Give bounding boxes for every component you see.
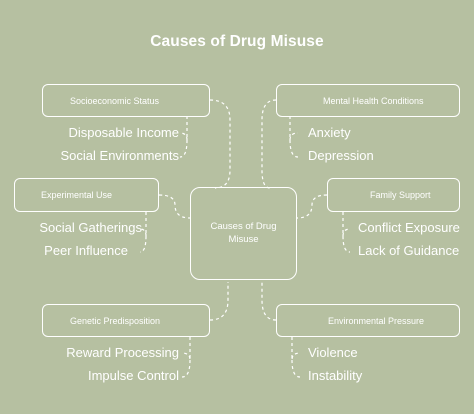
- leaf-instability: Instability: [308, 368, 363, 383]
- connector-family: [296, 194, 328, 219]
- leaf-reward-processing: Reward Processing: [66, 345, 179, 360]
- diagram-title: Causes of Drug Misuse: [150, 33, 324, 50]
- connector-leaves-environmental: [291, 337, 301, 378]
- connector-leaves-experimental: [139, 212, 147, 253]
- connector-leaves-socioeconomic: [179, 116, 188, 158]
- node-label: Environmental Pressure: [328, 315, 425, 326]
- node-family-support: Family Support: [327, 178, 460, 212]
- leaf-social-gatherings: Social Gatherings: [39, 220, 142, 235]
- leaf-impulse-control: Impulse Control: [87, 368, 179, 383]
- leaf-anxiety: Anxiety: [308, 125, 351, 140]
- connector-environmental: [261, 282, 277, 321]
- center-node: Causes of Drug Misuse: [190, 187, 297, 280]
- connector-experimental: [158, 194, 191, 219]
- connector-mental-health: [261, 99, 277, 189]
- node-genetic-predisposition: Genetic Predisposition: [42, 304, 210, 337]
- leaf-conflict-exposure: Conflict Exposure: [358, 220, 460, 235]
- connector-genetic: [209, 282, 229, 321]
- connector-leaves-genetic: [181, 337, 191, 378]
- leaf-lack-of-guidance: Lack of Guidance: [358, 243, 460, 258]
- connector-leaves-mental-health: [289, 116, 299, 158]
- leaf-depression: Depression: [308, 148, 374, 163]
- node-label: Family Support: [370, 190, 431, 200]
- leaf-disposable-income: Disposable Income: [68, 125, 179, 140]
- center-label-line-2: Misuse: [228, 233, 259, 245]
- node-label: Mental Health Conditions: [323, 95, 424, 106]
- connector-leaves-family: [342, 212, 351, 253]
- leaf-violence: Violence: [308, 345, 358, 360]
- node-environmental-pressure: Environmental Pressure: [276, 304, 460, 337]
- leaf-social-environments: Social Environments: [60, 148, 180, 163]
- connector-socioeconomic: [209, 99, 231, 189]
- node-label: Genetic Predisposition: [70, 315, 161, 326]
- node-socioeconomic-status: Socioeconomic Status: [42, 84, 210, 117]
- center-label-line-1: Causes of Drug: [210, 221, 277, 232]
- node-label: Experimental Use: [41, 190, 113, 200]
- node-mental-health-conditions: Mental Health Conditions: [276, 84, 460, 117]
- node-label: Socioeconomic Status: [70, 95, 160, 106]
- leaf-peer-influence: Peer Influence: [44, 243, 128, 258]
- node-experimental-use: Experimental Use: [14, 178, 159, 212]
